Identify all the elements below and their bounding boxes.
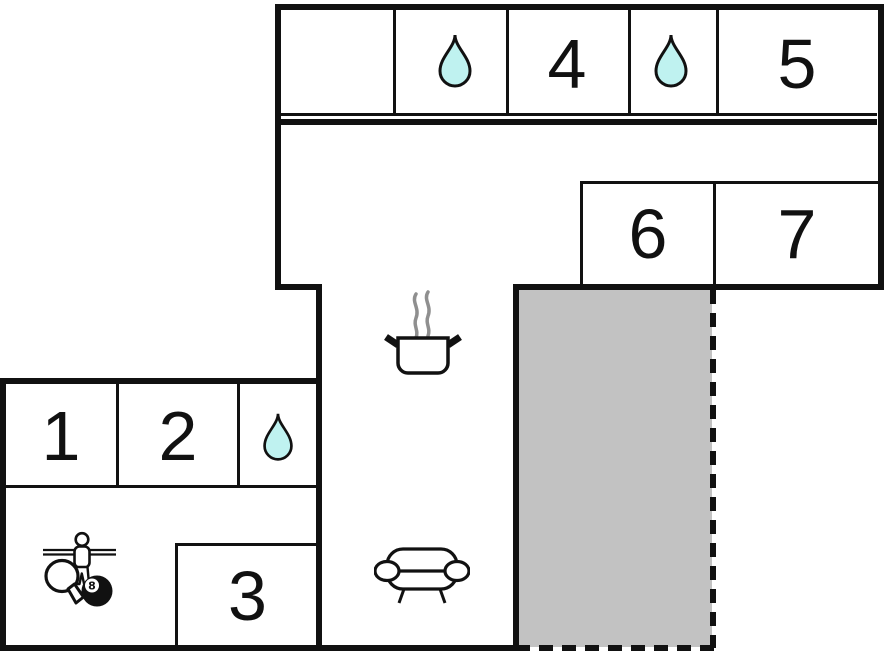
stove-icon [384,290,462,375]
room-4-label: 4 [547,25,587,103]
partition-line [175,543,178,645]
partition-line [175,543,317,546]
wall-segment [0,645,519,651]
room-7-label: 7 [777,195,817,273]
partition-line [281,113,877,116]
partition-line [713,181,716,284]
wall-segment [316,284,322,651]
game-room-icon: 8 [43,531,116,607]
room-2-label: 2 [158,396,198,475]
water-drop-shape [263,413,293,461]
foosball-player-head [74,531,90,548]
water-drop-icon [654,34,688,88]
terrace-area [516,287,712,647]
wall-segment [0,378,6,651]
wall-segment [513,284,884,290]
room-partitions [6,10,884,645]
partition-line [116,384,119,488]
partition-line [506,10,509,116]
wall-segment [275,4,884,10]
water-drop-icon [438,34,472,88]
wall-segment [281,119,877,125]
terrace-dashed-boundary [516,290,716,651]
pot-handle [384,334,400,348]
partition-line [580,181,884,184]
steam-line [424,290,431,338]
pot-body [396,336,450,375]
walls [0,4,884,651]
room-1-label: 1 [41,396,81,475]
pot-handle [446,334,462,348]
room-6-label: 6 [628,195,668,273]
sofa-leg [438,588,447,604]
sofa-armrest [443,559,470,583]
sofa-armrest [374,559,401,583]
terrace-left-wall [513,284,519,651]
eight-ball-circle [85,578,99,593]
sofa-icon [374,547,470,604]
wall-segment [275,284,322,290]
partition-line [237,384,240,488]
partition-line [580,181,583,284]
steam-line [412,292,419,340]
water-drop-shape [438,34,472,88]
pingpong-paddle-blade [44,558,80,594]
water-drop-icon [263,413,293,461]
partition-line [628,10,631,116]
wall-segment [878,4,884,290]
partition-line [6,485,317,488]
room-3-label: 3 [228,556,267,635]
partition-line [716,10,719,116]
eight-ball [81,575,113,607]
foosball-player-torso [73,545,91,569]
partition-line [393,10,396,116]
eight-ball-number: 8 [88,580,96,593]
sofa-leg [397,588,406,604]
wall-segment [0,378,322,384]
water-drop-shape [654,34,688,88]
wall-segment [275,4,281,290]
room-5-label: 5 [777,25,817,103]
pingpong-paddle-handle [66,582,85,605]
